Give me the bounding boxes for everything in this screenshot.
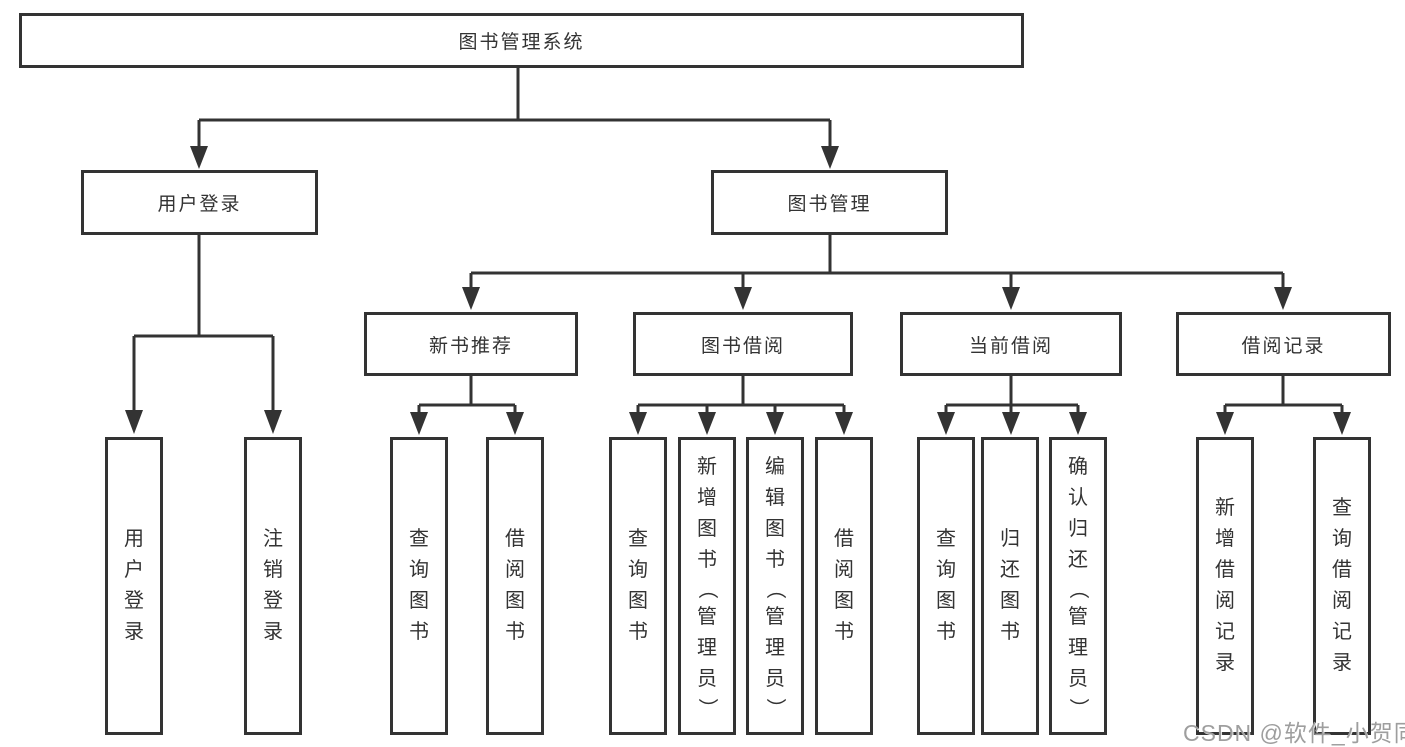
leaf-add-borrow-record: 新增借阅记录	[1196, 437, 1254, 735]
leaf-add-books-admin: 新增图书（管理员）	[678, 437, 736, 735]
connector-current-borrow-split	[944, 376, 1080, 416]
leaf-logout: 注销登录	[244, 437, 302, 735]
node-new-book-recommend: 新书推荐	[364, 312, 578, 376]
leaf-confirm-return-admin: 确认归还（管理员）	[1049, 437, 1107, 735]
csdn-watermark: CSDN @软件_小贺同学	[1183, 720, 1405, 746]
node-user-login: 用户登录	[81, 170, 318, 235]
leaf-user-login: 用户登录	[105, 437, 163, 735]
leaf-query-borrow-record: 查询借阅记录	[1313, 437, 1371, 735]
connector-new-book-rec-split	[417, 376, 517, 416]
leaf-query-books-rec: 查询图书	[390, 437, 448, 735]
node-root: 图书管理系统	[19, 13, 1024, 68]
connector-book-borrow-split	[636, 376, 846, 416]
connector-root-split	[197, 68, 832, 150]
connector-book-mgmt-split	[469, 235, 1285, 290]
leaf-query-books-borrow: 查询图书	[609, 437, 667, 735]
arrowhead-icons	[125, 146, 1351, 435]
node-borrow-record: 借阅记录	[1176, 312, 1391, 376]
node-book-mgmt: 图书管理	[711, 170, 948, 235]
leaf-borrow-books: 借阅图书	[815, 437, 873, 735]
connector-borrow-record-split	[1223, 376, 1344, 416]
node-current-borrow: 当前借阅	[900, 312, 1122, 376]
leaf-borrow-books-rec: 借阅图书	[486, 437, 544, 735]
leaf-return-books: 归还图书	[981, 437, 1039, 735]
leaf-edit-books-admin: 编辑图书（管理员）	[746, 437, 804, 735]
node-book-borrow: 图书借阅	[633, 312, 853, 376]
leaf-query-books-current: 查询图书	[917, 437, 975, 735]
connector-user-login-split	[132, 235, 275, 415]
